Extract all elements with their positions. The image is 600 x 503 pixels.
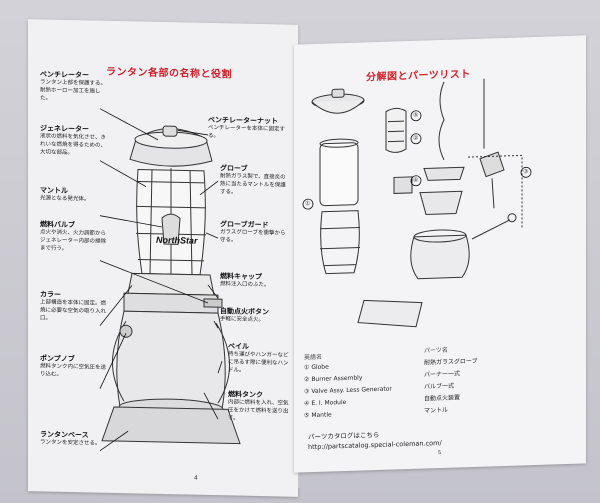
left-page-number: 4 [194, 474, 198, 482]
desc-bail: 持ち運びやハンガーなどに吊るす際に便利なハンドル。 [228, 351, 289, 374]
list-item: バーナー一式 [424, 370, 461, 379]
list-item: 耐熱ガラスグローブ [424, 357, 478, 367]
exploded-diagram [302, 78, 532, 328]
callout-5: ⑤ [413, 111, 419, 119]
desc-generator: 液状の燃料を気化させ、きれいな燃焼を得るための、大切な部品。 [40, 133, 107, 157]
right-page: 分解図とパーツリスト [294, 35, 586, 473]
col-header-japanese: パーツ名 [424, 346, 448, 355]
desc-mantle: 光源となる発光体。 [40, 195, 90, 203]
desc-fuel-cap: 燃料注入口のふた。 [220, 281, 270, 289]
list-item: ① Globe [304, 363, 329, 372]
desc-ventilator: ランタン上部を保護する。耐熱ホーロー加工を施した。 [40, 79, 107, 102]
lantern-illustration: NorthStar [99, 108, 241, 452]
desc-collar: 上部構造を本体に固定。燃焼に必要な空気の取り入れ口。 [40, 299, 107, 322]
list-item: 自動点火装置 [424, 394, 461, 403]
desc-fuel-tank: 内部に燃料を入れ、空気圧をかけて燃料を送り出す。 [228, 399, 289, 422]
list-item: バルブ一式 [424, 382, 455, 391]
desc-ventilator-nut: ベンチレーターを本体に固定する。 [208, 124, 286, 140]
desc-fuel-valve: 点火や消火、火力調節からジェネレーター内部の掃除まで行う。 [40, 229, 107, 252]
desc-globe-guard: ガラスグローブを衝撃から守る。 [220, 229, 286, 244]
brand-text: NorthStar [156, 235, 198, 246]
callout-2: ② [413, 134, 419, 142]
desc-auto-ignite: 手軽に安全点火。 [220, 316, 265, 324]
list-item: ⑤ Mantle [304, 411, 332, 420]
callout-4: ④ [413, 176, 419, 184]
list-item: マントル [424, 406, 449, 415]
callout-1: ① [305, 200, 311, 208]
left-page: ランタン各部の名称と役割 [28, 19, 298, 497]
desc-pump-knob: 燃料タンク内に空気圧を送り込む。 [40, 363, 107, 378]
desc-globe: 耐熱ガラス製で、直接炎の熱に当たるマントルを保護する。 [220, 173, 286, 196]
callout-3: ③ [523, 168, 529, 176]
list-item: ④ E. I. Module [304, 398, 347, 408]
right-page-number: 5 [438, 449, 442, 457]
col-header-english: 英語名 [304, 353, 323, 362]
desc-lantern-base: ランタンを安定させる。 [40, 439, 101, 447]
